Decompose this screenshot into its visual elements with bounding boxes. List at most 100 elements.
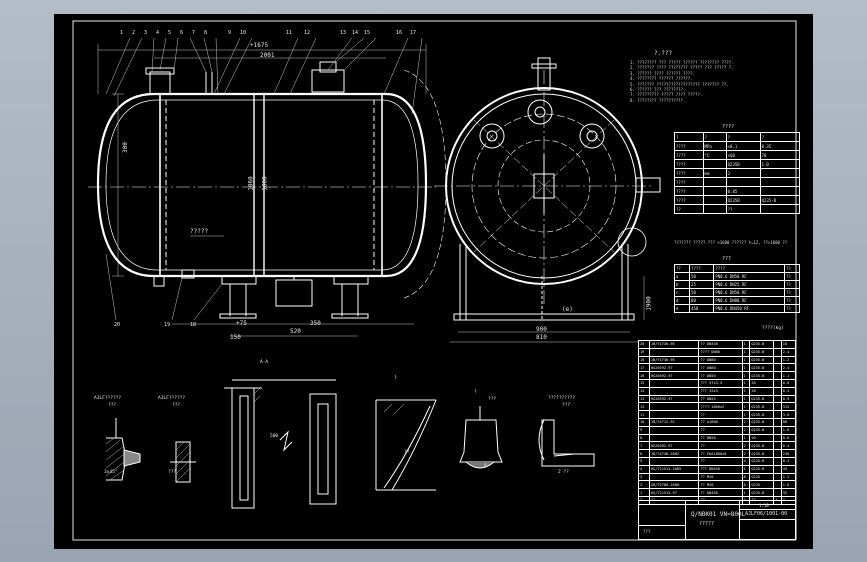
table-cell: ???? bbox=[674, 177, 704, 187]
table-cell: 0.35 bbox=[759, 141, 801, 151]
table-cell bbox=[773, 441, 782, 451]
end-view-dimensions bbox=[450, 276, 645, 343]
table-cell: ?? bbox=[698, 425, 743, 435]
title-block-sub: ????? bbox=[699, 521, 715, 527]
table-cell bbox=[773, 449, 782, 458]
table-cell: 1 bbox=[741, 394, 751, 404]
table-cell: 1.6 bbox=[780, 480, 797, 490]
table-cell: Q235-B bbox=[749, 417, 775, 427]
table-cell: 1 bbox=[741, 464, 751, 474]
table-cell: Q235B bbox=[725, 159, 761, 169]
table-cell: Q235 bbox=[749, 480, 775, 490]
table-cell bbox=[759, 168, 801, 178]
part-balloon: 5 bbox=[168, 30, 172, 36]
nozzle-table-title: ??? bbox=[722, 256, 732, 262]
table-cell: 312 bbox=[780, 402, 797, 412]
front-bottom-dim-1: 150 bbox=[230, 334, 241, 341]
table-cell: HG20592-97 bbox=[648, 363, 700, 373]
table-cell: ? bbox=[674, 132, 704, 142]
end-dim-2: 900 bbox=[536, 326, 547, 333]
table-cell: 8 bbox=[638, 433, 650, 443]
design-table-title: ???? bbox=[722, 124, 735, 130]
table-cell: ? bbox=[725, 132, 761, 142]
table-cell: 14 bbox=[638, 386, 650, 396]
table-cell: 10 bbox=[638, 417, 650, 427]
table-cell: ?? A1600 bbox=[698, 417, 743, 427]
cad-drawing bbox=[72, 20, 797, 541]
table-cell: 17 bbox=[638, 363, 650, 373]
note-line: 1. ???????? ??? ????? ?????? ???????? ??… bbox=[630, 60, 734, 65]
table-row: ????0.85 bbox=[674, 186, 801, 196]
table-cell: 2 bbox=[638, 480, 650, 490]
table-cell: ???? bbox=[674, 186, 704, 196]
table-cell: ?? DN50 bbox=[698, 433, 743, 443]
table-cell: Q235-B bbox=[749, 355, 775, 365]
table-cell: 236 bbox=[780, 449, 797, 458]
end-dim-4: (e) bbox=[562, 306, 573, 313]
detail-subtitle: ??? bbox=[488, 397, 497, 402]
table-cell: ?? bbox=[673, 264, 691, 273]
table-cell: 1.6 bbox=[780, 425, 797, 435]
table-cell: 1.2 bbox=[780, 472, 797, 482]
table-cell: 1 bbox=[741, 371, 751, 380]
table-cell: JB/T4736-95 bbox=[648, 340, 700, 349]
table-cell bbox=[773, 480, 782, 490]
table-cell: 1 bbox=[741, 410, 751, 419]
front-bottom-dim-4: +75 bbox=[236, 320, 247, 327]
table-cell bbox=[773, 378, 782, 388]
table-cell bbox=[773, 472, 782, 482]
detail-subtitle: ??? bbox=[562, 403, 571, 408]
detail-dimension: ??? bbox=[168, 470, 177, 475]
table-cell: 4 bbox=[638, 464, 650, 474]
table-cell: JB/T4746-2002 bbox=[648, 449, 700, 458]
front-bottom-dim-2: 350 bbox=[310, 320, 321, 327]
note-line: 5. ??????? ?????????????????? ??????? ??… bbox=[630, 81, 729, 87]
table-cell bbox=[648, 410, 700, 419]
table-cell: 1 bbox=[741, 402, 751, 412]
part-balloon: 16 bbox=[396, 30, 403, 36]
table-cell: ???? bbox=[674, 159, 704, 169]
table-cell: 2 bbox=[741, 417, 751, 427]
table-cell: Q235-B bbox=[749, 347, 775, 357]
table-cell: ?? DN450 bbox=[698, 488, 743, 497]
table-cell: 0.6 bbox=[780, 433, 797, 443]
table-cell: ???? bbox=[674, 141, 704, 151]
table-cell: 2 bbox=[741, 449, 751, 458]
table-cell: Q235-B bbox=[749, 449, 775, 458]
table-cell: 4 bbox=[741, 456, 751, 466]
part-balloon: 17 bbox=[410, 30, 417, 36]
note-line: 3. ?????? ???? ?????? ????. bbox=[630, 70, 696, 76]
table-cell bbox=[773, 347, 782, 357]
table-cell bbox=[773, 386, 782, 396]
front-view bbox=[88, 61, 447, 319]
table-cell: HG20592-97 bbox=[648, 394, 700, 404]
table-cell bbox=[773, 417, 782, 427]
part-balloon: 7 bbox=[192, 30, 196, 36]
table-cell bbox=[773, 371, 782, 380]
table-cell: ??? 32x3 bbox=[698, 386, 743, 396]
table-row: ???? bbox=[674, 177, 801, 187]
table-cell: 50 bbox=[689, 288, 715, 297]
table-cell: ?? bbox=[698, 456, 743, 466]
table-cell: mm bbox=[702, 168, 727, 178]
table-cell bbox=[773, 402, 782, 412]
part-balloon: 1 bbox=[120, 30, 124, 36]
table-cell: 3 bbox=[638, 472, 650, 482]
table-cell: Q235-B bbox=[749, 488, 775, 497]
table-cell: Q235-B bbox=[749, 394, 775, 404]
table-cell bbox=[648, 347, 700, 357]
detail-views bbox=[106, 379, 595, 509]
table-cell: ?? bbox=[783, 304, 801, 313]
table-cell: ? bbox=[759, 132, 801, 142]
table-cell: 1 bbox=[741, 433, 751, 443]
table-cell: 70 bbox=[759, 150, 801, 160]
